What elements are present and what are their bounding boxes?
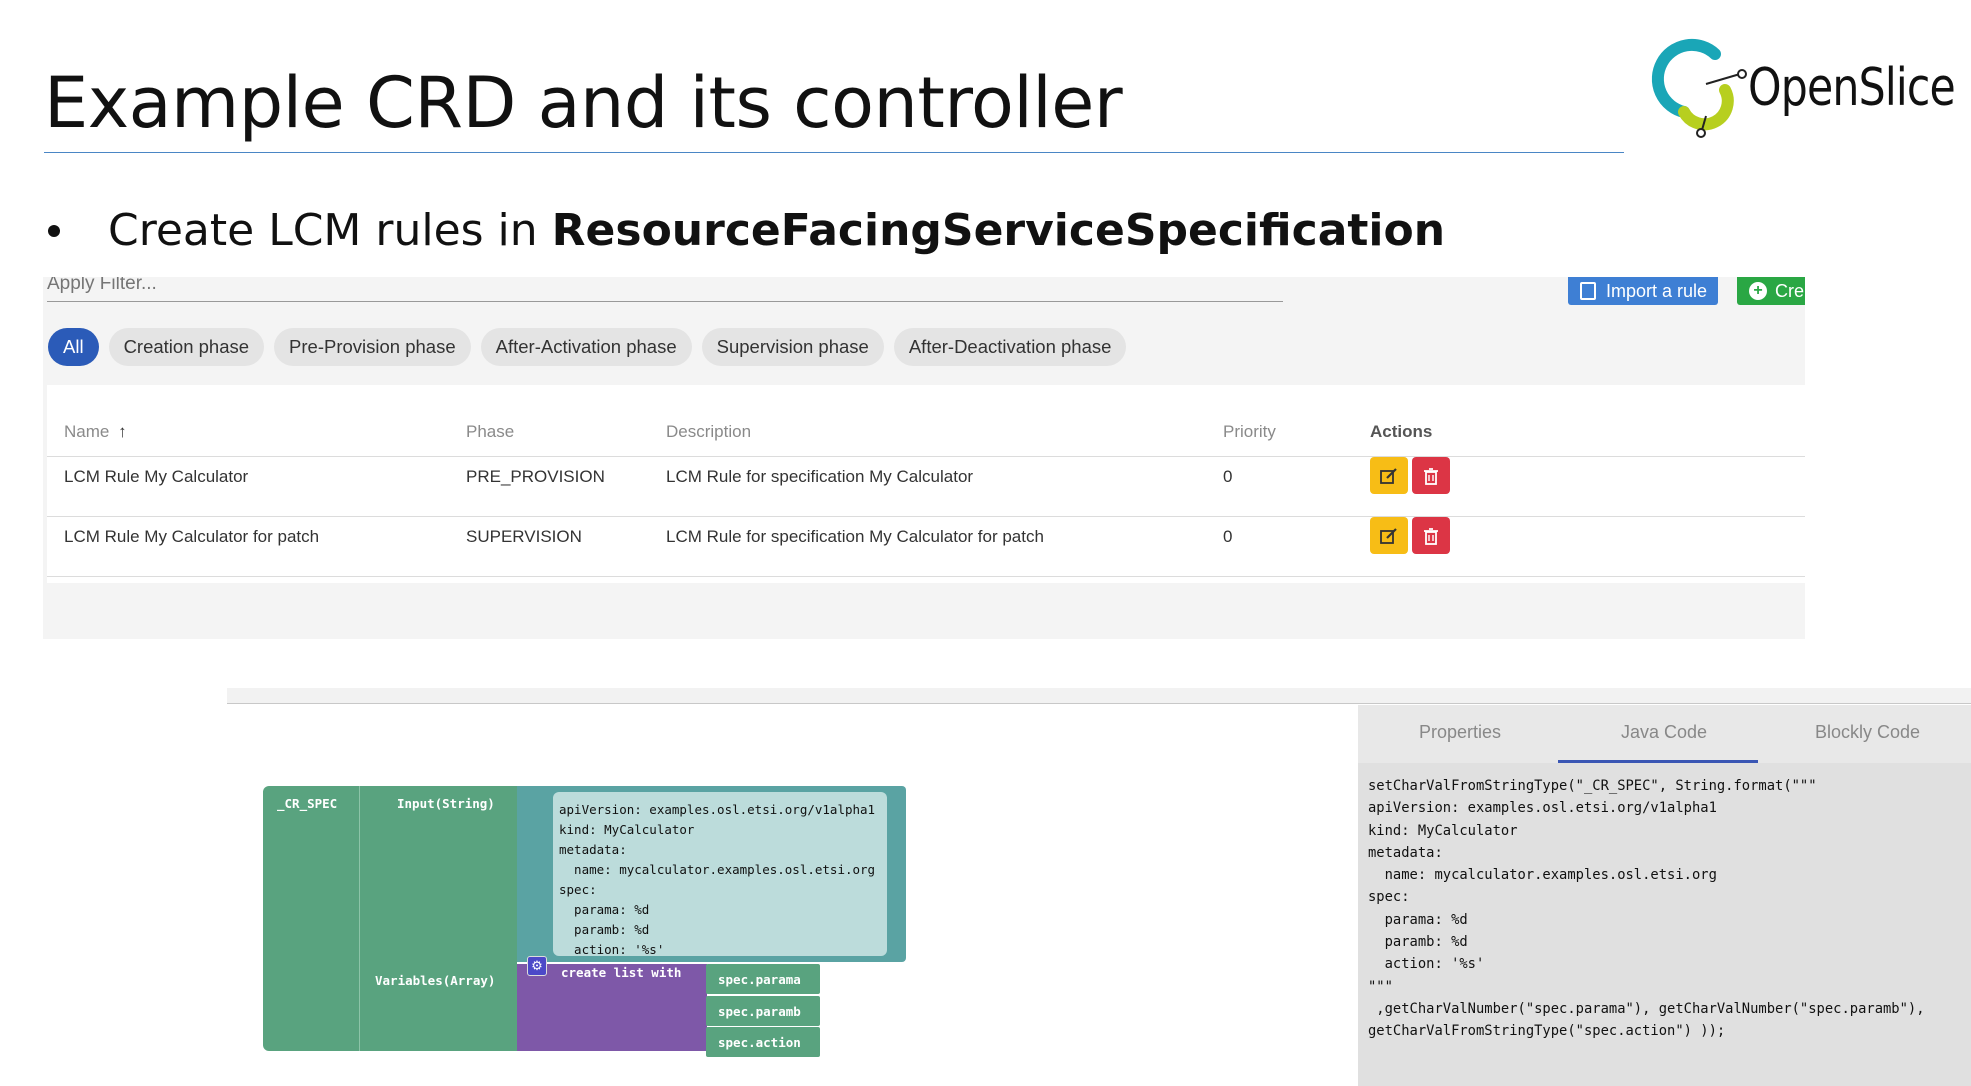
- chip-after-activation-phase[interactable]: After-Activation phase: [480, 328, 692, 366]
- tab-blockly-code[interactable]: Blockly Code: [1815, 722, 1921, 742]
- column-name-label: Name: [64, 422, 110, 441]
- gear-icon[interactable]: ⚙: [527, 956, 547, 976]
- filter-input[interactable]: [47, 277, 1283, 299]
- sort-arrow-up-icon: ↑: [118, 422, 127, 441]
- row-divider: [47, 576, 1805, 577]
- delete-rule-button[interactable]: [1412, 517, 1450, 554]
- title-divider: [44, 152, 1624, 153]
- delete-rule-button[interactable]: [1412, 457, 1450, 494]
- create-list-block[interactable]: [517, 964, 707, 1051]
- rule-name-cell[interactable]: LCM Rule My Calculator for patch: [64, 527, 320, 546]
- input-string-label: Input(String): [397, 796, 495, 811]
- logo-wordmark: OpenSlice: [1748, 58, 1956, 118]
- create-list-label: create list with: [561, 965, 682, 980]
- rule-priority-cell: 0: [1223, 527, 1233, 546]
- code-pane: Properties Java Code Blockly Code setCha…: [1358, 705, 1971, 1086]
- row-divider: [47, 516, 1805, 517]
- column-header-priority[interactable]: Priority: [1223, 422, 1276, 441]
- filter-underline: [47, 301, 1283, 302]
- edit-icon: [1380, 467, 1397, 484]
- string-format-block[interactable]: [359, 786, 517, 1051]
- trash-icon: [1424, 467, 1438, 485]
- rule-description-cell: LCM Rule for specification My Calculator: [666, 467, 974, 486]
- column-header-description[interactable]: Description: [666, 422, 752, 441]
- column-header-name[interactable]: Name ↑: [64, 422, 127, 442]
- edit-rule-button[interactable]: [1370, 517, 1408, 554]
- template-textarea[interactable]: apiVersion: examples.osl.etsi.org/v1alph…: [553, 792, 887, 957]
- rule-phase-cell: SUPERVISION: [466, 527, 582, 546]
- plus-circle-icon: +: [1749, 282, 1767, 300]
- bullet-point: Create LCM rules in ResourceFacingServic…: [44, 205, 1445, 256]
- bullet-icon: [48, 224, 60, 237]
- chip-supervision-phase[interactable]: Supervision phase: [701, 328, 884, 366]
- header-divider: [47, 456, 1805, 457]
- tab-properties[interactable]: Properties: [1419, 722, 1502, 742]
- list-item-block[interactable]: spec.paramb: [706, 996, 820, 1026]
- chip-all[interactable]: All: [48, 328, 99, 366]
- openslice-logo-icon: [1651, 38, 1747, 138]
- variables-array-label: Variables(Array): [375, 973, 496, 988]
- rule-priority-cell: 0: [1223, 467, 1233, 486]
- rule-description-cell: LCM Rule for specification My Calculator…: [666, 527, 1044, 546]
- import-rule-button[interactable]: Import a rule: [1568, 277, 1718, 305]
- blockly-workspace[interactable]: _CR_SPEC Input(String) Variables(Array) …: [263, 776, 913, 1057]
- chip-after-deactivation-phase[interactable]: After-Deactivation phase: [893, 328, 1127, 366]
- tab-java-code[interactable]: Java Code: [1621, 722, 1708, 742]
- column-header-actions: Actions: [1370, 422, 1433, 441]
- rule-name-cell[interactable]: LCM Rule My Calculator: [64, 467, 249, 486]
- import-file-icon: [1580, 282, 1596, 300]
- bullet-bold-text: ResourceFacingServiceSpecification: [551, 205, 1446, 256]
- bullet-text: Create LCM rules in: [108, 205, 552, 256]
- create-rule-label: Cre: [1775, 280, 1805, 301]
- edit-rule-button[interactable]: [1370, 457, 1408, 494]
- chip-creation-phase[interactable]: Creation phase: [108, 328, 265, 366]
- chip-pre-provision-phase[interactable]: Pre-Provision phase: [274, 328, 471, 366]
- create-rule-button[interactable]: + Cre: [1737, 277, 1805, 305]
- rule-phase-cell: PRE_PROVISION: [466, 467, 605, 486]
- phase-filter-chips: All Creation phase Pre-Provision phase A…: [48, 328, 1127, 366]
- list-item-block[interactable]: spec.parama: [706, 964, 820, 994]
- import-rule-label: Import a rule: [1606, 280, 1708, 301]
- editor-top-bar: [227, 688, 1971, 704]
- trash-icon: [1424, 527, 1438, 545]
- char-name-label: _CR_SPEC: [277, 796, 338, 811]
- lcm-rules-panel: Import a rule + Cre All Creation phase P…: [43, 277, 1805, 639]
- editor-tabs: Properties Java Code Blockly Code: [1358, 705, 1971, 763]
- edit-icon: [1380, 527, 1397, 544]
- java-code-view[interactable]: setCharValFromStringType("_CR_SPEC", Str…: [1368, 778, 1925, 1040]
- column-header-phase[interactable]: Phase: [466, 422, 515, 441]
- slide-title: Example CRD and its controller: [44, 62, 1123, 144]
- active-tab-indicator: [1558, 760, 1758, 763]
- rules-table: Name ↑ Phase Description Priority Action…: [47, 385, 1805, 583]
- list-item-block[interactable]: spec.action: [706, 1027, 820, 1057]
